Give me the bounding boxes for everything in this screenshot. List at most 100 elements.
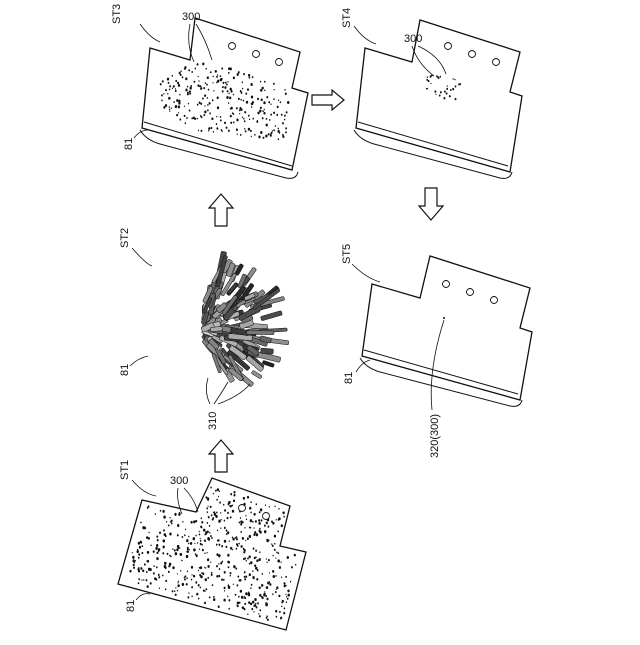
particle bbox=[250, 501, 251, 503]
particle bbox=[236, 107, 238, 109]
particle bbox=[217, 80, 219, 83]
particle bbox=[218, 554, 221, 557]
particle bbox=[279, 132, 281, 134]
particle bbox=[257, 569, 259, 571]
particle bbox=[279, 566, 281, 569]
particle bbox=[220, 512, 221, 514]
particle bbox=[182, 521, 183, 523]
particle bbox=[224, 122, 226, 125]
particle bbox=[279, 611, 281, 613]
particle bbox=[232, 537, 233, 539]
particle bbox=[186, 117, 188, 119]
particle bbox=[427, 88, 428, 90]
particle bbox=[226, 96, 228, 99]
particle bbox=[218, 539, 220, 541]
particle bbox=[203, 529, 205, 532]
particle bbox=[232, 112, 234, 114]
particle bbox=[262, 117, 264, 119]
particle bbox=[172, 566, 174, 569]
particle bbox=[227, 531, 229, 534]
particle bbox=[280, 617, 282, 620]
particle bbox=[249, 119, 250, 121]
particle bbox=[259, 110, 261, 113]
particle bbox=[222, 86, 224, 88]
particle bbox=[439, 95, 441, 97]
particle bbox=[254, 564, 256, 567]
particle bbox=[252, 76, 254, 78]
particle bbox=[281, 576, 282, 578]
particle bbox=[278, 99, 279, 101]
particle bbox=[192, 574, 193, 575]
hole bbox=[493, 59, 500, 66]
particle bbox=[175, 88, 176, 90]
particle bbox=[163, 516, 166, 519]
particle bbox=[190, 542, 192, 545]
particle bbox=[141, 579, 142, 580]
particle bbox=[201, 130, 203, 132]
particle bbox=[182, 536, 184, 538]
particle bbox=[250, 83, 252, 86]
particle bbox=[285, 585, 286, 587]
particle bbox=[188, 69, 190, 71]
particle bbox=[147, 551, 149, 554]
particle bbox=[193, 548, 196, 551]
particle bbox=[233, 491, 235, 494]
particle bbox=[133, 561, 135, 563]
particle bbox=[260, 107, 262, 109]
particle bbox=[228, 561, 230, 563]
particle bbox=[202, 549, 204, 552]
particle bbox=[277, 106, 279, 109]
particle bbox=[250, 602, 252, 605]
particle bbox=[153, 550, 155, 553]
particle bbox=[185, 122, 186, 124]
particle bbox=[239, 109, 241, 111]
particle bbox=[191, 521, 193, 524]
particle bbox=[252, 118, 254, 120]
particle bbox=[247, 613, 248, 615]
particle bbox=[281, 114, 283, 116]
particle bbox=[187, 547, 189, 549]
particle bbox=[163, 106, 165, 109]
particle bbox=[142, 552, 144, 554]
particle bbox=[268, 525, 270, 527]
particle bbox=[216, 116, 217, 118]
hole bbox=[491, 297, 498, 304]
particle bbox=[266, 522, 268, 525]
particle bbox=[236, 548, 238, 550]
arrow-down bbox=[419, 188, 443, 220]
callout-81: 81 bbox=[125, 600, 137, 612]
particle bbox=[178, 102, 180, 105]
particle bbox=[203, 87, 205, 89]
particle bbox=[238, 543, 239, 545]
particle bbox=[200, 538, 201, 539]
particle bbox=[144, 563, 146, 565]
particle bbox=[247, 496, 249, 499]
particle bbox=[170, 555, 172, 557]
particle bbox=[165, 588, 167, 590]
particle bbox=[252, 521, 254, 523]
particle bbox=[216, 512, 218, 514]
particle bbox=[263, 101, 265, 104]
particle bbox=[210, 487, 212, 489]
particle bbox=[149, 568, 152, 571]
particle bbox=[189, 110, 191, 112]
particle bbox=[156, 552, 158, 555]
particle bbox=[272, 555, 273, 557]
particle bbox=[237, 601, 239, 604]
particle bbox=[146, 536, 148, 539]
particle bbox=[276, 551, 277, 553]
particle bbox=[277, 530, 279, 532]
particle bbox=[256, 559, 258, 562]
particle bbox=[276, 589, 277, 591]
particle bbox=[275, 558, 276, 559]
particle bbox=[243, 100, 244, 102]
particle bbox=[242, 88, 243, 90]
particle bbox=[148, 505, 150, 507]
particle bbox=[205, 496, 207, 498]
particle bbox=[263, 112, 265, 115]
particle bbox=[155, 513, 156, 515]
particle bbox=[240, 517, 241, 519]
particle bbox=[250, 511, 252, 513]
